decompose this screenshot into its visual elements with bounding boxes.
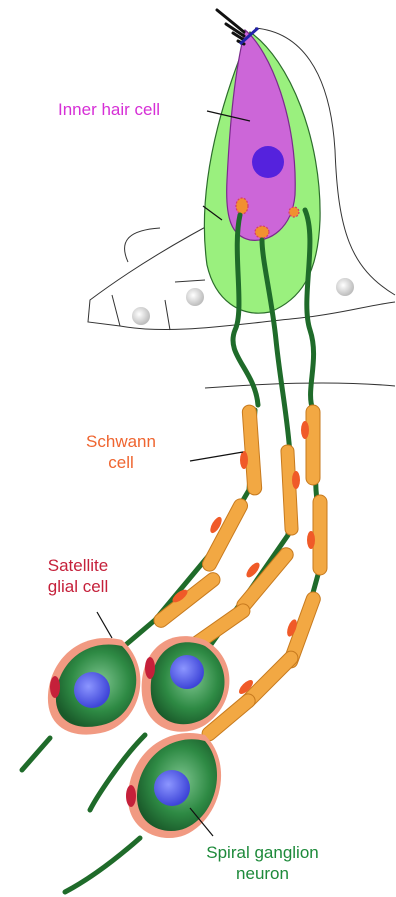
satellite-nucleus bbox=[50, 676, 60, 698]
neuron-2 bbox=[142, 636, 230, 732]
neuron-1 bbox=[48, 638, 140, 735]
label-schwann-cell: Schwann cell bbox=[76, 431, 166, 473]
supporting-nucleus bbox=[132, 307, 150, 325]
satellite-nucleus bbox=[126, 785, 136, 807]
neuron-nucleus bbox=[154, 770, 190, 806]
neuron-nucleus bbox=[74, 672, 110, 708]
schwann-nucleus bbox=[292, 471, 300, 489]
label-schwann-line2: cell bbox=[76, 452, 166, 473]
schwann-nucleus bbox=[307, 531, 315, 549]
satellite-nucleus bbox=[145, 657, 155, 679]
label-satellite-line1: Satellite bbox=[18, 555, 138, 576]
schwann-nucleus bbox=[240, 451, 248, 469]
schwann-nucleus bbox=[301, 421, 309, 439]
stereocilia bbox=[217, 10, 244, 44]
label-sgn-line1: Spiral ganglion bbox=[170, 842, 355, 863]
label-sgn-line2: neuron bbox=[170, 863, 355, 884]
label-satellite-line2: glial cell bbox=[18, 576, 138, 597]
supporting-nucleus bbox=[336, 278, 354, 296]
label-satellite-glial-cell: Satellite glial cell bbox=[18, 555, 138, 597]
schwann-sheath bbox=[306, 405, 320, 485]
schwann-sheath bbox=[200, 496, 250, 573]
label-schwann-line1: Schwann bbox=[76, 431, 166, 452]
synapse bbox=[236, 198, 248, 214]
synapse bbox=[289, 207, 299, 217]
label-spiral-ganglion-neuron: Spiral ganglion neuron bbox=[170, 842, 355, 884]
schwann-sheath bbox=[281, 445, 299, 536]
leader-satellite bbox=[97, 612, 112, 638]
neuron-3 bbox=[126, 733, 221, 838]
schwann-sheath bbox=[313, 495, 327, 575]
leader-schwann bbox=[190, 452, 243, 461]
hair-cell-nucleus bbox=[252, 146, 284, 178]
schwann-sheath bbox=[242, 405, 262, 496]
synapse bbox=[255, 226, 269, 238]
supporting-nucleus bbox=[186, 288, 204, 306]
neuron-nucleus bbox=[170, 655, 204, 689]
label-inner-hair-cell: Inner hair cell bbox=[58, 99, 160, 120]
